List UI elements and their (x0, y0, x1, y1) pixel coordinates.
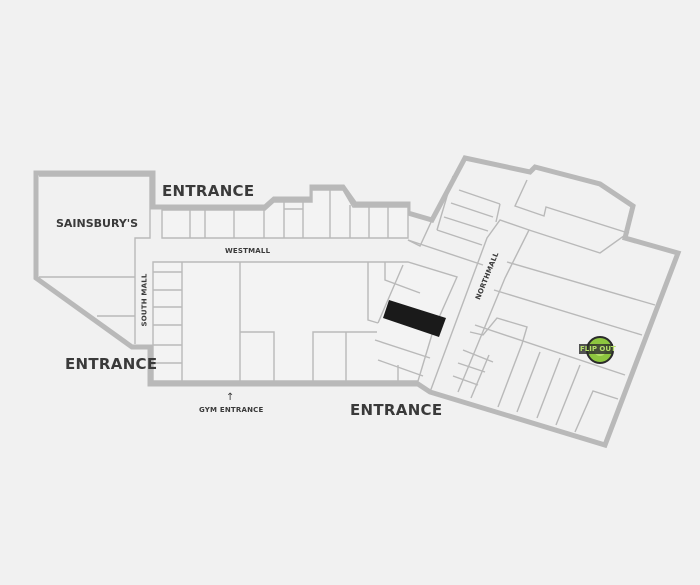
entrance-top-label: ENTRANCE (162, 182, 255, 200)
sainsburys-label: SAINSBURY'S (56, 217, 139, 230)
unit-dividers (189, 190, 389, 238)
unit-divider (407, 211, 433, 247)
west-mall-north-units (161, 189, 409, 239)
flip-out-logo[interactable] (579, 336, 614, 364)
south-mall-label: SOUTH MALL (140, 273, 149, 327)
unit-divider (407, 239, 484, 266)
west-mall-label: WESTMALL (225, 247, 271, 255)
north-wing-units (429, 175, 656, 433)
sainsburys-unit (39, 175, 151, 344)
entrance-bottom-label: ENTRANCE (350, 401, 443, 419)
highlighted-unit[interactable] (383, 300, 446, 337)
flip-out-logo-text: FLIP OUT (580, 345, 616, 353)
entrance-left-label: ENTRANCE (65, 355, 158, 373)
gym-arrow-icon: ↑ (226, 392, 235, 403)
unit-dividers (153, 262, 431, 381)
west-wing-outline (33, 155, 682, 449)
gym-entrance-label: GYM ENTRANCE (199, 406, 264, 414)
